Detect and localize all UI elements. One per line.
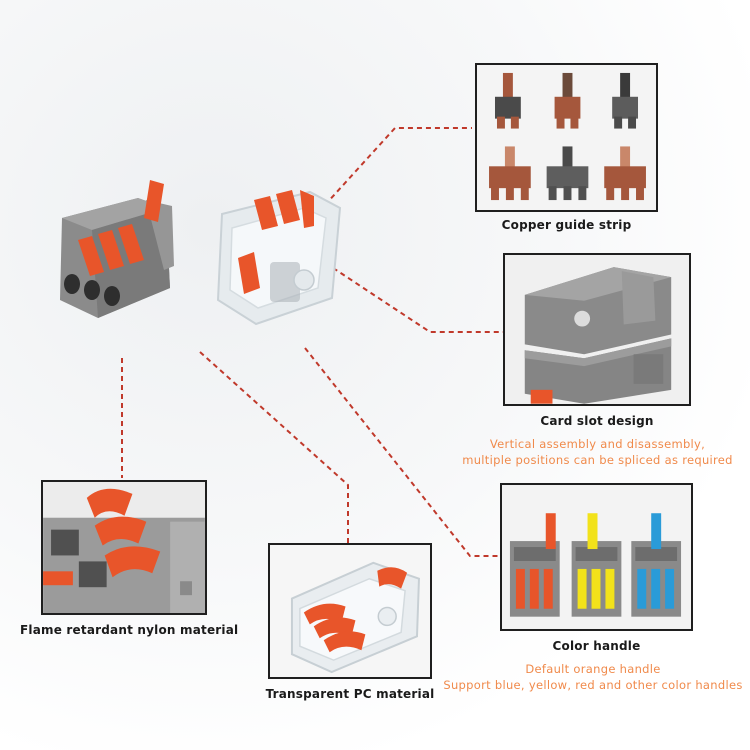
yellow-handle-connector xyxy=(571,513,622,617)
color-handle-caption: Color handle xyxy=(552,639,641,653)
card-slot-desc-line1: Vertical assembly and disassembly, xyxy=(489,437,706,451)
leader-line-transparent xyxy=(199,351,349,545)
card-slot-photo xyxy=(505,255,689,404)
transparent-pc-photo xyxy=(270,545,430,677)
transparent-pc-panel xyxy=(268,543,432,679)
transparent-pc-caption: Transparent PC material xyxy=(265,687,435,701)
color-handle-desc-line1: Default orange handle xyxy=(525,662,661,676)
copper-strip-item xyxy=(604,146,646,201)
card-slot-caption: Card slot design xyxy=(540,414,654,428)
flame-retardant-caption: Flame retardant nylon material xyxy=(20,623,239,637)
orange-handle-connector xyxy=(509,513,560,617)
copper-strip-item xyxy=(546,146,589,201)
copper-strip-item xyxy=(489,146,531,201)
gray-connector-photo xyxy=(60,180,174,318)
card-slot-desc-line2: multiple positions can be spliced as req… xyxy=(462,453,733,467)
flame-retardant-photo xyxy=(43,482,205,613)
copper-strip-item xyxy=(612,72,639,129)
transparent-connector-photo xyxy=(216,190,342,326)
card-slot-panel xyxy=(503,253,691,406)
color-handle-panel xyxy=(500,483,693,631)
copper-strip-panel xyxy=(475,63,658,212)
color-handle-desc-line2: Support blue, yellow, red and other colo… xyxy=(443,678,743,692)
copper-strip-item xyxy=(554,72,581,129)
leader-line-card-slot xyxy=(317,257,503,333)
blue-handle-connector xyxy=(631,513,682,617)
leader-line-copper xyxy=(324,127,472,206)
color-handle-photo xyxy=(502,485,691,629)
flame-retardant-panel xyxy=(41,480,207,615)
copper-strip-caption: Copper guide strip xyxy=(501,218,632,232)
leader-line-color-handle xyxy=(304,347,498,557)
copper-strip-photo xyxy=(477,65,656,210)
copper-strip-item xyxy=(494,72,521,129)
